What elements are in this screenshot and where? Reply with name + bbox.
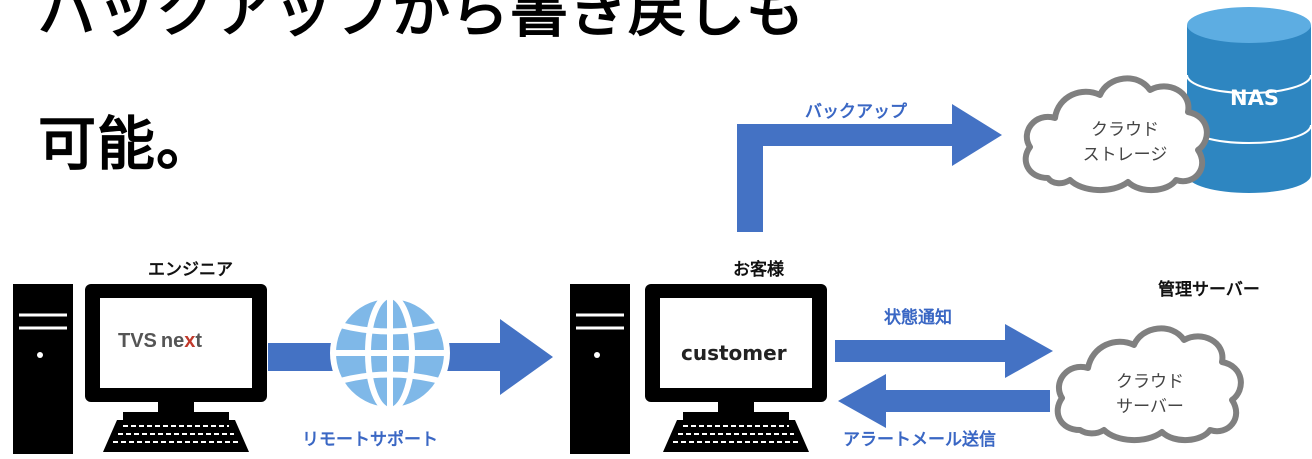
alert-mail-label: アラートメール送信 <box>843 430 996 450</box>
nas-label: NAS <box>1230 86 1279 110</box>
backup-label: バックアップ <box>805 102 907 122</box>
status-notification-label: 状態通知 <box>884 308 952 328</box>
cloud-storage-label-line-1: クラウド <box>1091 120 1159 140</box>
alert-mail-arrow <box>838 374 1050 428</box>
logo-part-t: t <box>195 330 203 352</box>
cloud-server-label: クラウド サーバー <box>1095 370 1205 419</box>
heading-line-1: バックアップから書き戻しも <box>38 0 806 45</box>
heading-line-2: 可能。 <box>38 110 216 178</box>
logo-part-ne: ne <box>160 330 185 352</box>
cloud-storage-label: クラウド ストレージ <box>1070 118 1180 167</box>
cloud-storage-icon <box>1022 75 1210 194</box>
engineer-computer-icon <box>13 284 267 454</box>
status-notification-arrow <box>835 324 1053 378</box>
customer-computer-icon <box>570 284 827 454</box>
cloud-storage-label-line-2: ストレージ <box>1082 144 1168 165</box>
cloud-server-icon <box>1054 325 1244 444</box>
cloud-server-label-line-1: クラウド <box>1116 372 1184 392</box>
backup-arrow <box>737 104 1002 232</box>
engineer-label: エンジニア <box>148 260 233 280</box>
customer-title-label: お客様 <box>733 260 784 280</box>
database-icon <box>1186 7 1312 193</box>
cloud-server-label-line-2: サーバー <box>1116 396 1184 417</box>
logo-part-tvs: TVS <box>118 330 157 352</box>
management-server-label: 管理サーバー <box>1158 280 1260 300</box>
remote-support-label: リモートサポート <box>302 430 438 450</box>
customer-screen-label: customer <box>681 341 787 365</box>
globe-icon <box>330 293 450 413</box>
logo-part-x: x <box>184 330 196 352</box>
